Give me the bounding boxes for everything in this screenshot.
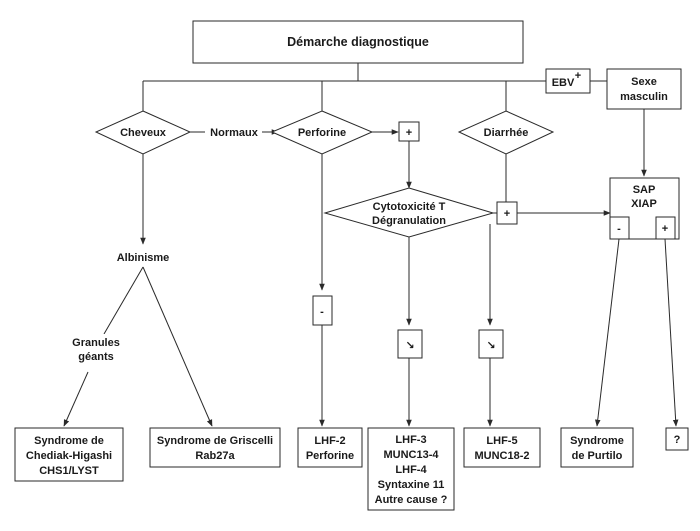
purtilo-line2: de Purtilo (572, 450, 623, 462)
sexe-label-line2: masculin (620, 91, 668, 103)
chediak-line1: Syndrome de (34, 435, 104, 447)
cyto-plus-label: + (504, 208, 510, 220)
cyto-down-arrow-icon: ↘ (405, 340, 414, 352)
granules-label-line2: géants (78, 351, 113, 363)
granules-label-line1: Granules (72, 337, 120, 349)
cyto-label-line1: Cytotoxicité T (373, 201, 446, 213)
perforine-label: Perforine (298, 127, 346, 139)
outcome-lhf5-box: LHF-5 MUNC18-2 (463, 427, 541, 468)
chediak-line3: CHS1/LYST (39, 465, 99, 477)
perforine-plus-box: + (398, 121, 420, 142)
albinisme-granules-line (103, 266, 144, 335)
connectors (63, 63, 679, 427)
outcome-unknown-box: ? (665, 427, 689, 451)
diarrhee-diamond: Diarrhée (457, 110, 555, 155)
griscelli-line2: Rab27a (195, 450, 235, 462)
diarrhee-down-box: ↘ (478, 329, 504, 359)
ebv-label: EBV (552, 77, 575, 89)
chediak-line2: Chediak-Higashi (26, 450, 112, 462)
cyto-plus-box: + (496, 201, 518, 225)
purtilo-line1: Syndrome (570, 435, 624, 447)
sap-plus-unknown-arrow (664, 238, 679, 427)
ebv-box: EBV + (545, 68, 591, 94)
sap-plus-box (655, 216, 676, 240)
granules-chediak-arrow (63, 371, 89, 427)
granules-label: Granules géants (66, 334, 126, 370)
sap-label: SAP (633, 184, 656, 196)
diarrhee-label: Diarrhée (484, 127, 529, 139)
sexe-masculin-box: Sexe masculin (606, 68, 682, 110)
sap-minus-purtilo-arrow (594, 238, 620, 427)
lhf3-line2: MUNC13-4 (383, 449, 439, 461)
lhf3-line3: LHF-4 (395, 464, 427, 476)
sap-minus-box (609, 216, 630, 240)
outcome-griscelli-box: Syndrome de Griscelli Rab27a (149, 427, 281, 468)
xiap-label: XIAP (631, 198, 657, 210)
lhf2-line2: Perforine (306, 450, 354, 462)
lhf3-line4: Syntaxine 11 (378, 479, 445, 491)
title-box: Démarche diagnostique (192, 20, 524, 64)
unknown-label: ? (674, 434, 681, 446)
cyto-label-line2: Dégranulation (372, 215, 446, 227)
sexe-label-line1: Sexe (631, 76, 657, 88)
outcome-chediak-box: Syndrome de Chediak-Higashi CHS1/LYST (14, 427, 124, 482)
lhf5-line2: MUNC18-2 (474, 450, 529, 462)
perforine-plus-label: + (406, 127, 412, 139)
sap-plus-label: + (662, 223, 668, 235)
cheveux-diamond: Cheveux (94, 110, 192, 155)
sap-xiap-box: SAP XIAP - + (609, 177, 680, 240)
ebv-superscript: + (575, 70, 581, 82)
cytotoxicite-diamond: Cytotoxicité T Dégranulation (323, 187, 495, 238)
cyto-down-box: ↘ (397, 329, 423, 359)
albinisme-griscelli-arrow (142, 266, 213, 427)
outcome-lhf3-box: LHF-3 MUNC13-4 LHF-4 Syntaxine 11 Autre … (367, 427, 455, 511)
perforine-diamond: Perforine (270, 110, 374, 155)
lhf5-line1: LHF-5 (486, 435, 517, 447)
lhf3-line1: LHF-3 (395, 434, 426, 446)
normaux-label: Normaux (210, 127, 259, 139)
outcome-lhf2-box: LHF-2 Perforine (297, 427, 363, 468)
griscelli-line1: Syndrome de Griscelli (157, 435, 273, 447)
perforine-minus-box: - (312, 295, 333, 326)
outcome-purtilo-box: Syndrome de Purtilo (560, 427, 634, 468)
lhf2-line1: LHF-2 (314, 435, 345, 447)
albinisme-label: Albinisme (117, 252, 170, 264)
lhf3-line5: Autre cause ? (375, 494, 448, 506)
perforine-minus-label: - (320, 306, 324, 318)
sap-minus-label: - (617, 223, 621, 235)
cheveux-label: Cheveux (120, 127, 167, 139)
diarrhee-down-arrow-icon: ↘ (486, 340, 495, 352)
title-text: Démarche diagnostique (287, 35, 429, 49)
